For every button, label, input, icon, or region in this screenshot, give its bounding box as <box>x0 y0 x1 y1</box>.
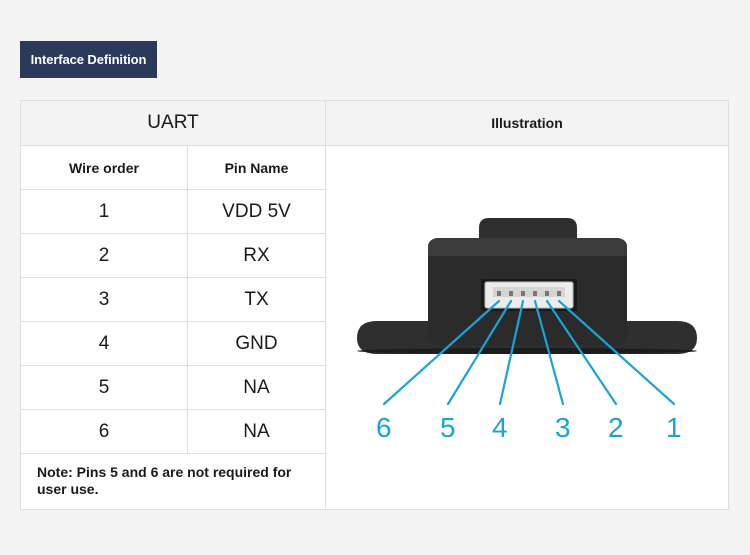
pin-number-label: 4 <box>492 412 508 443</box>
wire-order-cell: 6 <box>21 410 188 454</box>
pin-number-label: 2 <box>608 412 624 443</box>
pin-number-label: 1 <box>666 412 682 443</box>
wire-line <box>557 299 676 406</box>
pin-number-label: 3 <box>555 412 571 443</box>
wire-order-cell: 1 <box>21 190 188 234</box>
wire-order-cell: 2 <box>21 234 188 278</box>
wire-line <box>498 299 525 406</box>
pin-name-cell: NA <box>188 410 326 454</box>
wire-line <box>446 299 513 406</box>
column-header-pin-name: Pin Name <box>188 146 326 190</box>
wire-order-cell: 5 <box>21 366 188 410</box>
wire-line <box>382 299 501 406</box>
wire-line <box>533 299 565 406</box>
pin-number-label: 6 <box>376 412 392 443</box>
pin-name-cell: RX <box>188 234 326 278</box>
illustration-header: Illustration <box>326 101 728 146</box>
pin-name-cell: NA <box>188 366 326 410</box>
sensor-illustration: 6 5 4 3 2 1 <box>327 146 728 509</box>
note-cell-border <box>21 454 326 509</box>
pin-name-cell: GND <box>188 322 326 366</box>
pin-name-cell: TX <box>188 278 326 322</box>
pin-name-cell: VDD 5V <box>188 190 326 234</box>
usage-note: Note: Pins 5 and 6 are not required for … <box>37 464 292 497</box>
wire-order-cell: 3 <box>21 278 188 322</box>
column-header-wire-order: Wire order <box>21 146 188 190</box>
interface-table: UART Illustration Wire order Pin Name 1 … <box>20 100 729 510</box>
uart-header: UART <box>21 101 326 146</box>
wire-line <box>545 299 618 406</box>
section-title: Interface Definition <box>20 41 157 78</box>
sensor-diagram: 6 5 4 3 2 1 <box>357 218 697 443</box>
wire-order-cell: 4 <box>21 322 188 366</box>
pin-number-label: 5 <box>440 412 456 443</box>
